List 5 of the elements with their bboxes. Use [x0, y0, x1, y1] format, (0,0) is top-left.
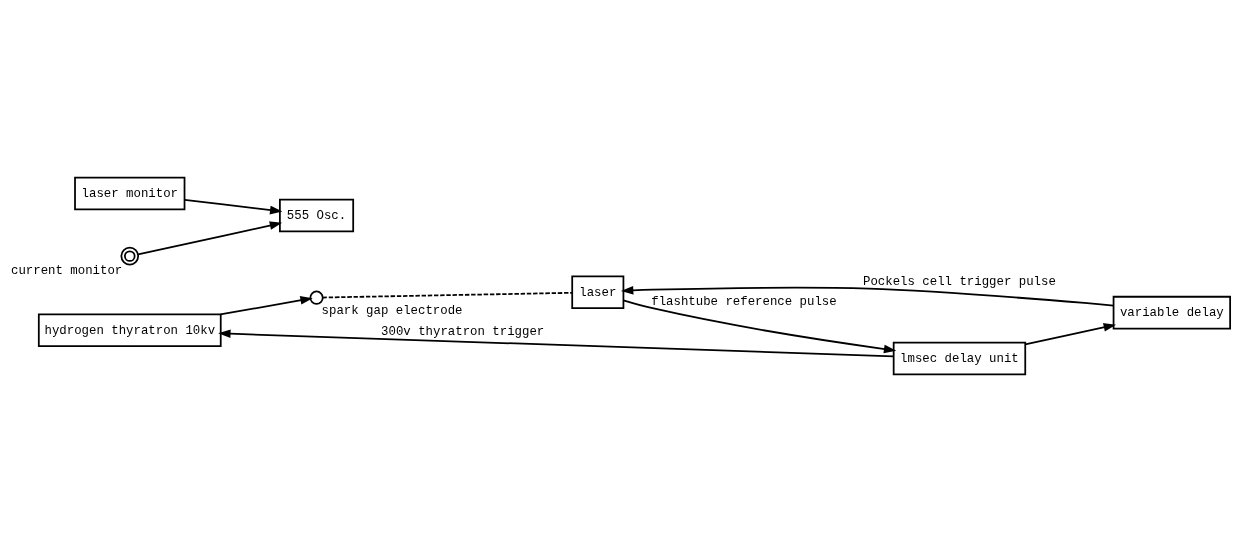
edge-label: 300v thyratron trigger [381, 324, 545, 339]
edge-label: Pockels cell trigger pulse [863, 274, 1056, 289]
edge-label: flashtube reference pulse [651, 294, 837, 309]
node-label: current monitor [10, 264, 123, 279]
node-label: spark gap electrode [321, 303, 463, 318]
